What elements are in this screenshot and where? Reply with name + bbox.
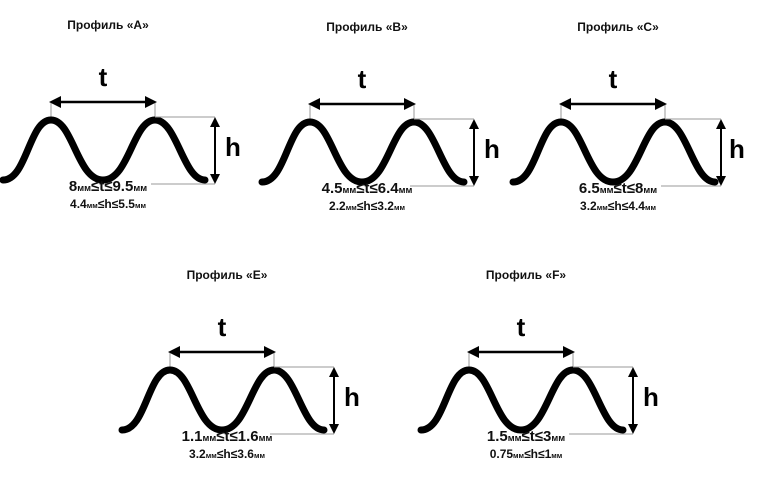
height-range: 0.75мм≤h≤1мм — [489, 446, 563, 461]
pitch-arrow — [168, 346, 276, 370]
pitch-arrow — [467, 346, 575, 370]
profile-c: Профиль «С» t h 6.5мм≤t≤8мм 3.2мм≤h≤4.4м… — [503, 20, 745, 230]
height-arrow — [151, 116, 220, 185]
profile-e: Профиль «Е» t h 1.1мм≤t≤1.6мм 3.2мм≤h≤3.… — [112, 268, 360, 478]
pitch-arrow — [559, 98, 667, 122]
wave-profile — [0, 116, 209, 184]
wave-profile — [258, 118, 468, 186]
profile-a-title: Профиль «А» — [67, 18, 149, 32]
profile-f-title: Профиль «F» — [485, 268, 567, 282]
height-label: h — [729, 134, 745, 164]
height-range: 3.2мм≤h≤4.4мм — [580, 198, 656, 213]
height-label: h — [643, 382, 659, 412]
pitch-range: 1.1мм≤t≤1.6мм — [181, 428, 273, 445]
height-arrow — [661, 118, 726, 187]
profile-e-dimensions: 1.1мм≤t≤1.6мм 3.2мм≤h≤3.6мм — [112, 428, 342, 462]
height-arrow — [410, 118, 479, 187]
profile-a-dimensions: 8мм≤t≤9.5мм 4.4мм≤h≤5.5мм — [0, 178, 223, 212]
pitch-label: t — [517, 312, 526, 342]
profile-e-diagram: t h — [118, 312, 360, 435]
profile-a: Профиль «А» t h 8мм≤t≤9.5мм 4.4мм≤h≤5.5м… — [0, 18, 241, 228]
pitch-label: t — [99, 62, 108, 92]
profile-f: Профиль «F» t h 1.5мм≤t≤3мм 0.75мм≤h≤1мм — [411, 268, 659, 478]
profile-b-dimensions: 4.5мм≤t≤6.4мм 2.2мм≤h≤3.2мм — [252, 180, 482, 214]
pitch-range: 6.5мм≤t≤8мм — [578, 180, 658, 197]
profile-b-diagram: t h — [258, 64, 500, 187]
height-range: 2.2мм≤h≤3.2мм — [329, 198, 405, 213]
profile-c-diagram: t h — [509, 64, 745, 187]
wave-profile — [417, 366, 627, 434]
profile-c-dimensions: 6.5мм≤t≤8мм 3.2мм≤h≤4.4мм — [503, 180, 733, 214]
pitch-label: t — [218, 312, 227, 342]
pitch-arrow — [308, 98, 416, 122]
pitch-range: 8мм≤t≤9.5мм — [68, 178, 148, 195]
height-label: h — [344, 382, 360, 412]
profile-e-title: Профиль «Е» — [186, 268, 268, 282]
height-label: h — [225, 132, 241, 162]
height-label: h — [484, 134, 500, 164]
height-arrow — [569, 366, 638, 435]
wave-profile — [118, 366, 328, 434]
height-arrow — [270, 366, 339, 435]
pitch-range: 4.5мм≤t≤6.4мм — [321, 180, 413, 197]
profile-b: Профиль «В» t h 4.5мм≤t≤6.4мм 2.2мм≤h≤3.… — [252, 20, 500, 230]
pitch-label: t — [358, 64, 367, 94]
pitch-label: t — [609, 64, 618, 94]
profile-a-diagram: t h — [0, 62, 241, 185]
profile-f-diagram: t h — [417, 312, 659, 435]
profile-f-dimensions: 1.5мм≤t≤3мм 0.75мм≤h≤1мм — [411, 428, 641, 462]
pitch-arrow — [49, 96, 157, 120]
profile-c-title: Профиль «С» — [577, 20, 659, 34]
profile-b-title: Профиль «В» — [326, 20, 408, 34]
wave-profile — [509, 118, 719, 186]
pitch-range: 1.5мм≤t≤3мм — [486, 428, 566, 445]
height-range: 4.4мм≤h≤5.5мм — [70, 196, 146, 211]
height-range: 3.2мм≤h≤3.6мм — [189, 446, 265, 461]
